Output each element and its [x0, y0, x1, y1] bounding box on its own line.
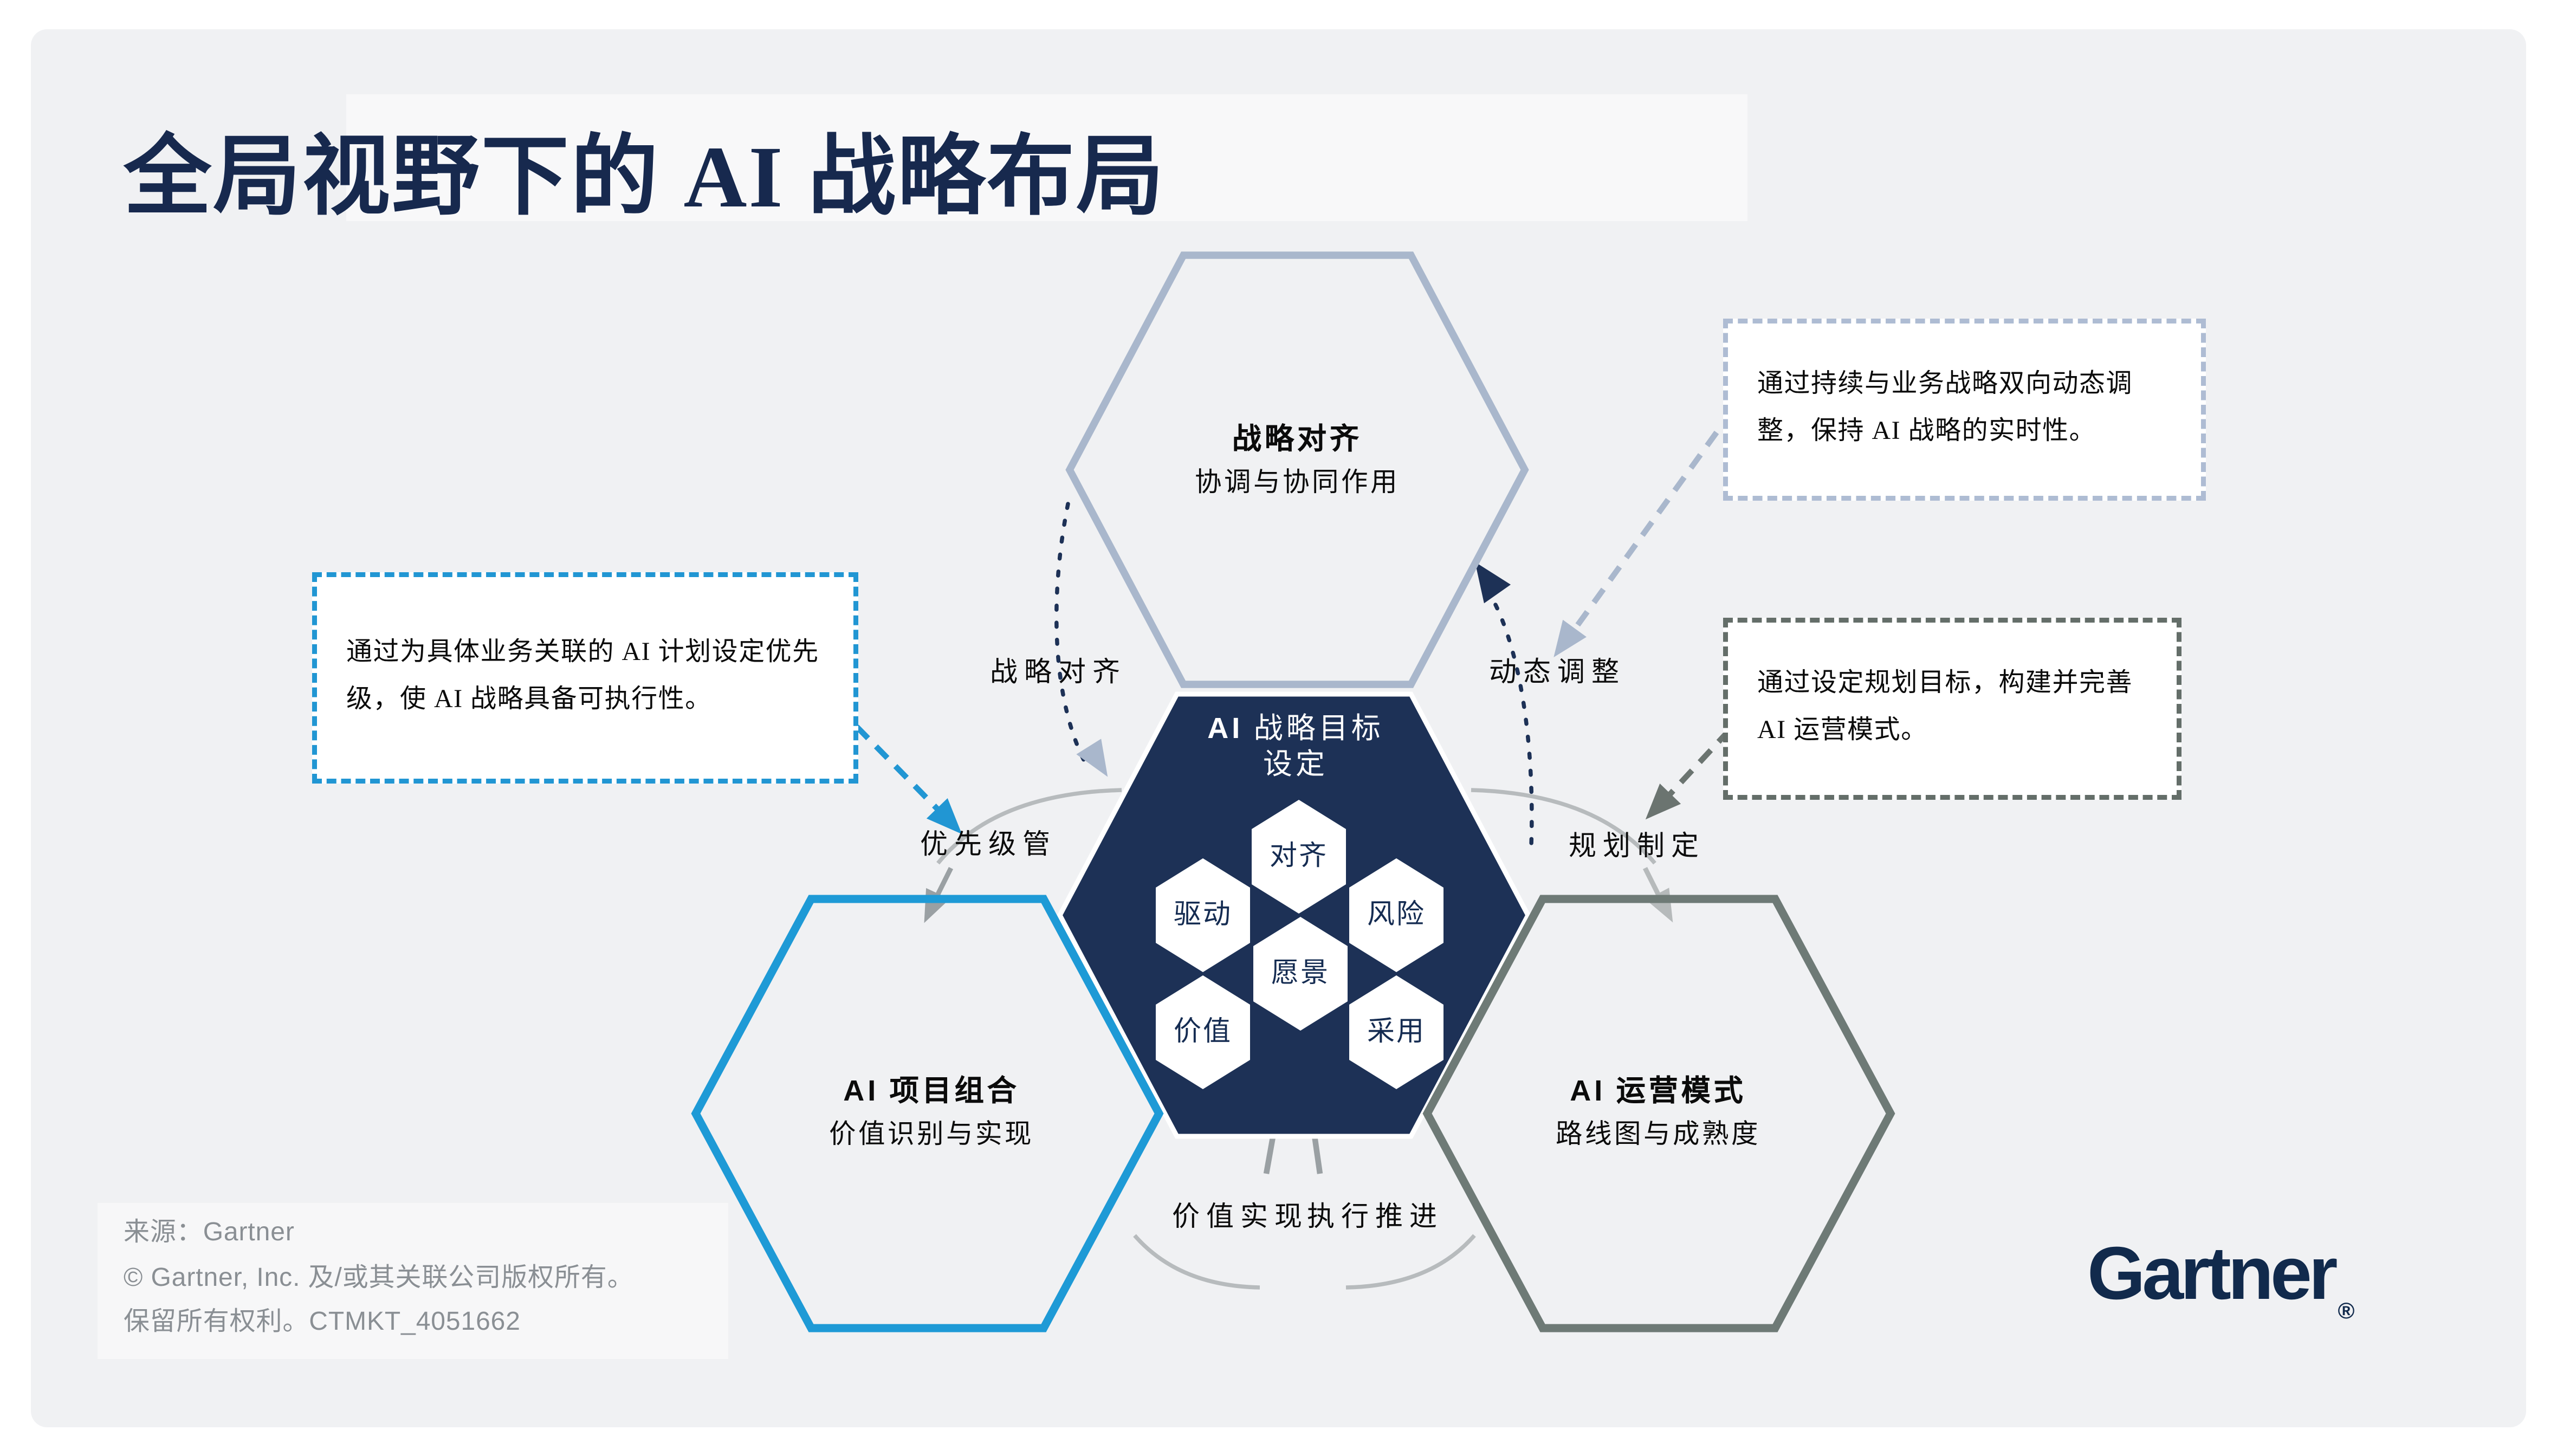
center-title-ai: AI — [1207, 712, 1244, 745]
top-hexagon-subtitle: 协调与协同作用 — [1195, 467, 1400, 497]
hexagon-ai-operating-model — [1422, 895, 1895, 1332]
hexagon-strategic-alignment — [1065, 251, 1529, 688]
title-backdrop — [346, 94, 1747, 221]
gartner-logo-text: Gartner — [2087, 1231, 2338, 1315]
flow-label-planning: 规划制定 — [1569, 831, 1705, 862]
callout-prioritization: 通过为具体业务关联的 AI 计划设定优先级，使 AI 战略具备可执行性。 — [312, 572, 858, 784]
cell-hex-drive — [1156, 858, 1250, 972]
light-arrowhead-right-icon — [1553, 619, 1587, 657]
callout-dynamic-adjustment: 通过持续与业务战略双向动态调整，保持 AI 战略的实时性。 — [1723, 319, 2206, 501]
callout-planning: 通过设定规划目标，构建并完善 AI 运营模式。 — [1723, 618, 2181, 800]
left-hexagon-text: AI 项目组合 价值识别与实现 — [728, 1073, 1135, 1154]
page-title: 全局视野下的 AI 战略布局 — [124, 128, 1166, 226]
blue-arrowhead-icon — [926, 798, 962, 834]
registered-trademark-icon: ® — [2338, 1297, 2355, 1323]
footer-rights: 保留所有权利。CTMKT_4051662 — [124, 1309, 521, 1336]
center-hexagon-text: AI 战略目标 设定 — [1133, 710, 1458, 784]
center-hexagon-title-line2: 设定 — [1263, 748, 1328, 780]
right-hexagon-subtitle: 路线图与成熟度 — [1556, 1118, 1760, 1149]
flow-label-execution: 执行推进 — [1307, 1201, 1443, 1232]
down-arrowhead-left-icon — [924, 888, 950, 923]
top-hexagon-text: 战略对齐 协调与协同作用 — [1135, 421, 1460, 502]
left-title-rest: 项目组合 — [879, 1075, 1020, 1107]
footer-backdrop — [98, 1203, 728, 1359]
hexagon-ai-portfolio — [691, 895, 1164, 1332]
flow-arcs — [936, 788, 1656, 1290]
right-title-ai: AI — [1570, 1075, 1606, 1107]
flow-label-strategy-alignment: 战略对齐 — [990, 657, 1127, 688]
footer-copyright: © Gartner, Inc. 及/或其关联公司版权所有。 — [124, 1264, 634, 1292]
cell-label-align: 对齐 — [1270, 840, 1328, 871]
cell-hex-risk — [1349, 858, 1443, 972]
navy-arrowhead-icon — [1475, 562, 1511, 604]
left-hexagon-subtitle: 价值识别与实现 — [829, 1118, 1034, 1149]
cell-label-vision: 愿景 — [1271, 957, 1330, 988]
flow-label-prioritization: 优先级管 — [920, 829, 1057, 860]
cell-label-adopt: 采用 — [1367, 1016, 1426, 1047]
gartner-logo: Gartner® — [2087, 1229, 2355, 1323]
cell-label-value: 价值 — [1174, 1016, 1232, 1047]
flow-label-dynamic-adjustment: 动态调整 — [1489, 657, 1626, 688]
left-hexagon-title: AI 项目组合 — [728, 1073, 1135, 1109]
top-hexagon-title: 战略对齐 — [1232, 423, 1362, 455]
center-hexagon-title: AI 战略目标 — [1133, 710, 1458, 746]
cell-hex-adopt — [1349, 975, 1443, 1089]
core-cells — [1156, 800, 1443, 1089]
callout-planning-text: 通过设定规划目标，构建并完善 AI 运营模式。 — [1757, 670, 2133, 745]
right-title-rest: 运营模式 — [1606, 1075, 1746, 1107]
right-hexagon-title: AI 运营模式 — [1455, 1073, 1861, 1109]
right-hexagon-text: AI 运营模式 路线图与成熟度 — [1455, 1073, 1861, 1154]
down-arrowhead-right-icon — [1646, 888, 1673, 923]
cell-hex-value — [1156, 975, 1250, 1089]
cell-hex-vision — [1253, 917, 1348, 1031]
footer-source: 来源：Gartner — [124, 1219, 295, 1247]
cell-label-risk: 风险 — [1367, 899, 1426, 930]
footer: 来源：Gartner © Gartner, Inc. 及/或其关联公司版权所有。… — [124, 1211, 634, 1345]
gray-arrowhead-icon — [1645, 783, 1681, 820]
left-title-ai: AI — [843, 1075, 879, 1107]
flow-label-value-realization: 价值实现 — [1172, 1201, 1309, 1232]
cell-hex-align — [1252, 800, 1346, 914]
callout-prioritization-text: 通过为具体业务关联的 AI 计划设定优先级，使 AI 战略具备可执行性。 — [346, 639, 819, 714]
light-arrowhead-left-icon — [1076, 739, 1108, 777]
callout-dynamic-adjustment-text: 通过持续与业务战略双向动态调整，保持 AI 战略的实时性。 — [1757, 371, 2133, 445]
cell-label-drive: 驱动 — [1174, 899, 1232, 930]
center-title-rest: 战略目标 — [1243, 712, 1384, 745]
dotted-connectors — [1054, 502, 1534, 847]
